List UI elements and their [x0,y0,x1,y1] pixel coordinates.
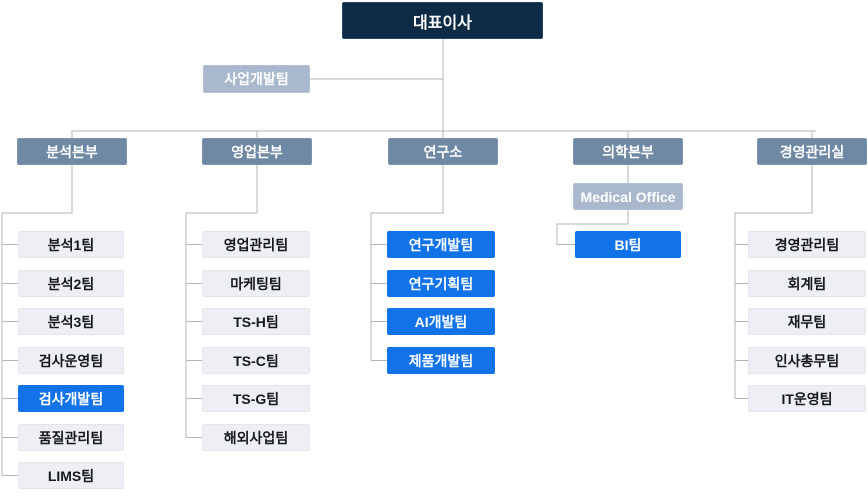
management-branch-lines [734,165,813,399]
management-office-header: 경영관리실 [757,138,867,165]
medical-office-node: Medical Office [573,183,683,210]
ceo-node: 대표이사 [342,2,543,39]
bi-team-node: BI팀 [575,231,681,258]
sales-branch-lines [185,165,258,438]
analysis-branch-lines [1,165,73,476]
hr-general-affairs-team-node: 인사총무팀 [748,347,866,374]
overseas-business-team-node: 해외사업팀 [202,424,310,451]
root-connector-line [71,39,816,138]
ts-g-team-node: TS-G팀 [202,385,310,412]
research-planning-team-node: 연구기획팀 [387,270,495,297]
quality-control-team-node: 품질관리팀 [18,424,124,451]
research-branch-lines [370,165,444,361]
ai-development-team-node: AI개발팀 [387,308,495,335]
marketing-team-node: 마케팅팀 [202,270,310,297]
it-operations-team-node: IT운영팀 [748,385,866,412]
business-dev-team-node: 사업개발팀 [203,65,310,93]
lims-team-node: LIMS팀 [18,462,124,489]
research-institute-header: 연구소 [388,138,498,165]
ts-c-team-node: TS-C팀 [202,347,310,374]
sales-division-header: 영업본부 [202,138,312,165]
analysis-team-2-node: 분석2팀 [18,270,124,297]
analysis-team-3-node: 분석3팀 [18,308,124,335]
ts-h-team-node: TS-H팀 [202,308,310,335]
accounting-team-node: 회계팀 [748,270,866,297]
medical-branch-lines [556,165,629,245]
analysis-team-1-node: 분석1팀 [18,231,124,258]
test-operations-team-node: 검사운영팀 [18,347,124,374]
test-development-team-node: 검사개발팀 [18,385,124,412]
medical-division-header: 의학본부 [573,138,683,165]
product-development-team-node: 제품개발팀 [387,347,495,374]
rnd-team-node: 연구개발팀 [387,231,495,258]
management-team-node: 경영관리팀 [748,231,866,258]
sales-management-team-node: 영업관리팀 [202,231,310,258]
analysis-division-header: 분석본부 [17,138,127,165]
finance-team-node: 재무팀 [748,308,866,335]
